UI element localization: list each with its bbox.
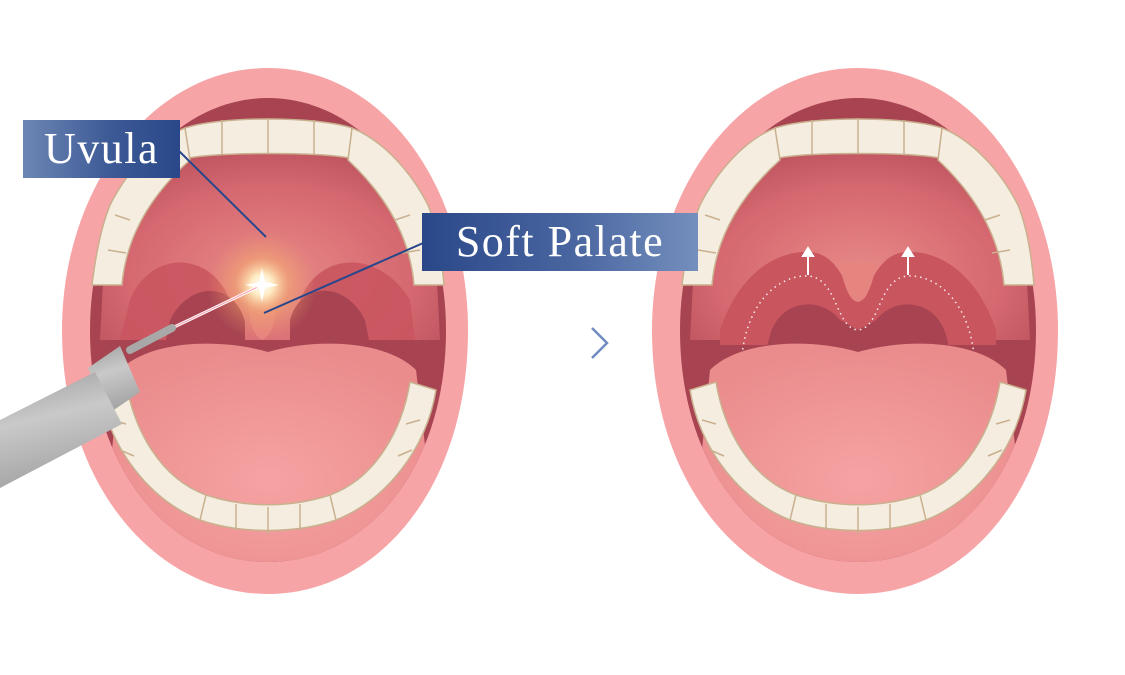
laser-spark-icon [245, 268, 279, 302]
upper-teeth [681, 118, 1035, 286]
laser-probe [0, 324, 176, 488]
original-outline-dotted [741, 275, 975, 356]
mouth-before [0, 68, 468, 594]
soft-palate-leader-line [263, 239, 431, 314]
uvula-leader-line [177, 149, 267, 238]
mouth-after [652, 68, 1058, 594]
lower-teeth [689, 381, 1027, 534]
soft-palate-label: Soft Palate [422, 213, 698, 271]
right-arrow-icon [516, 327, 609, 359]
shortened-uvula [838, 262, 878, 302]
upper-teeth [91, 118, 445, 286]
uvula-label: Uvula [23, 120, 180, 178]
up-arrow-icon [801, 246, 915, 275]
